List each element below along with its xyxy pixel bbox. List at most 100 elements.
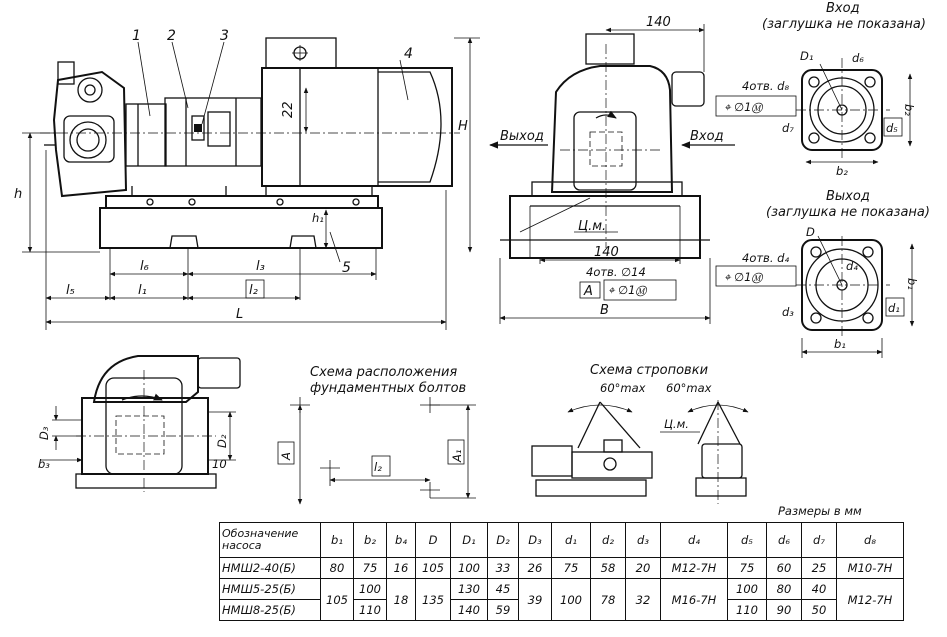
col-d2: d₂ (590, 522, 626, 558)
cell: 18 (386, 578, 416, 621)
callout-3: 3 (220, 28, 229, 44)
table-row: НМШ2-40(Б) 80 75 16 105 100 33 26 75 58 … (219, 557, 904, 579)
cell: 90 (766, 599, 802, 621)
outlet-flange-view: Выход (заглушка не показана) D d₄ 4отв. … (715, 189, 930, 358)
coupling (164, 97, 262, 167)
inlet-d5: d₅ (886, 121, 898, 135)
cell: 58 (590, 557, 626, 579)
dim-l3: l₃ (256, 259, 265, 274)
inlet-b2-bottom: b₂ (836, 164, 848, 178)
col-d3: d₃ (625, 522, 661, 558)
terminal-box (265, 37, 337, 69)
cell: 80 (766, 578, 802, 600)
cell: 45 (487, 578, 519, 600)
cell: 25 (801, 557, 837, 579)
cell: 105 (320, 578, 354, 621)
cell: 20 (625, 557, 661, 579)
cell: 110 (353, 599, 387, 621)
spec-table: Обозначение насоса b₁ b₂ b₄ D D₁ D₂ D₃ d… (219, 522, 904, 621)
inlet-subtitle: (заглушка не показана) (762, 17, 926, 32)
cell: 110 (727, 599, 767, 621)
cell: 100 (727, 578, 767, 600)
dim-L: L (236, 307, 243, 322)
cell: 100 (353, 578, 387, 600)
tol-outlet-frame: ⌖ ∅1Ⓜ (724, 270, 763, 284)
cell: 32 (625, 578, 661, 621)
tol-outlet-holes: 4отв. d₄ (742, 251, 789, 265)
dim-l1: l₁ (138, 283, 147, 298)
col-d8: d₈ (836, 522, 904, 558)
cell: 33 (487, 557, 519, 579)
dim-A1: A₁ (450, 450, 464, 463)
col-b4: b₄ (386, 522, 416, 558)
cell: М16-7Н (660, 578, 728, 621)
cell: 80 (320, 557, 354, 579)
dim-l2-scheme: l₂ (374, 460, 382, 474)
tol-base-frame: ⌖ ∅1Ⓜ (608, 283, 647, 297)
dim-h: h (14, 187, 22, 202)
pump-head (52, 70, 128, 198)
col-D1: D₁ (450, 522, 488, 558)
outlet-b1: b₁ (905, 278, 919, 290)
col-b2: b₂ (353, 522, 387, 558)
inlet-b2: b₂ (902, 104, 916, 116)
cell: 135 (415, 578, 451, 621)
cell: М10-7Н (836, 557, 904, 579)
pump-front-view: D₃ b₃ D₂ 10 (37, 355, 241, 492)
col-D2: D₂ (487, 522, 519, 558)
col-b1: b₁ (320, 522, 354, 558)
col-D: D (415, 522, 451, 558)
cell: 75 (551, 557, 591, 579)
cell: 130 (450, 578, 488, 600)
inlet-d6: d₆ (852, 51, 864, 65)
dim-l2: l₂ (249, 283, 258, 298)
scheme-bolts-title-1: Схема расположения (310, 365, 457, 380)
outlet-D: D (806, 225, 815, 239)
label-cm-front: Ц.м. (578, 219, 606, 234)
angle-right: 60°max (666, 381, 712, 395)
dim-h1: h₁ (312, 211, 324, 225)
label-vkhod: Вход (690, 129, 724, 144)
cell: 39 (518, 578, 552, 621)
col-D3: D₃ (518, 522, 552, 558)
cell: М12-7Н (660, 557, 728, 579)
dim-A: A (279, 452, 293, 461)
front-view: Выход Вход 140 140 Ц.м. 4отв. ∅14 A ⌖ ∅1… (489, 15, 735, 324)
inlet-d7: d₇ (782, 121, 794, 135)
label-vykhod: Выход (500, 129, 544, 144)
outlet-title: Выход (826, 189, 870, 204)
cell-designation: НМШ2-40(Б) (219, 557, 321, 579)
angle-left: 60°max (600, 381, 646, 395)
dim-b3: b₃ (38, 457, 50, 471)
callout-5: 5 (342, 260, 351, 276)
scheme-sling-title: Схема строповки (590, 363, 708, 378)
dim-10: 10 (212, 457, 227, 471)
pump-casing-front (550, 65, 674, 193)
callout-4: 4 (404, 46, 413, 62)
cell: 140 (450, 599, 488, 621)
outlet-d3: d₃ (782, 305, 794, 319)
dim-l6: l₆ (140, 259, 149, 274)
outlet-b1-bottom: b₁ (834, 337, 846, 351)
dim-140-bottom: 140 (594, 245, 619, 260)
tol-inlet-frame: ⌖ ∅1Ⓜ (724, 100, 763, 114)
inlet-D1: D₁ (800, 49, 813, 63)
cell: 78 (590, 578, 626, 621)
cell: 16 (386, 557, 416, 579)
table-row: НМШ5-25(Б) 105 100 18 135 130 45 39 100 … (219, 578, 904, 621)
datum-A: A (583, 284, 593, 299)
side-view: 1 2 3 4 5 22 H h h₁ L l₅ l₁ l₂ (14, 28, 480, 330)
callout-1: 1 (132, 28, 141, 44)
dim-22: 22 (281, 101, 296, 118)
scheme-bolts-title-2: фундаментных болтов (310, 381, 466, 396)
dim-l5: l₅ (66, 283, 75, 298)
outlet-subtitle: (заглушка не показана) (766, 205, 930, 220)
slinging-scheme: Схема строповки 60°max 60°max Ц.м. (531, 363, 749, 504)
motor-body (261, 67, 453, 187)
cell: 100 (450, 557, 488, 579)
dim-B: B (600, 303, 609, 318)
col-designation: Обозначение насоса (219, 522, 321, 558)
tol-base-holes: 4отв. ∅14 (586, 265, 646, 279)
foundation-bolt-scheme: Схема расположения фундаментных болтов A… (277, 365, 476, 505)
